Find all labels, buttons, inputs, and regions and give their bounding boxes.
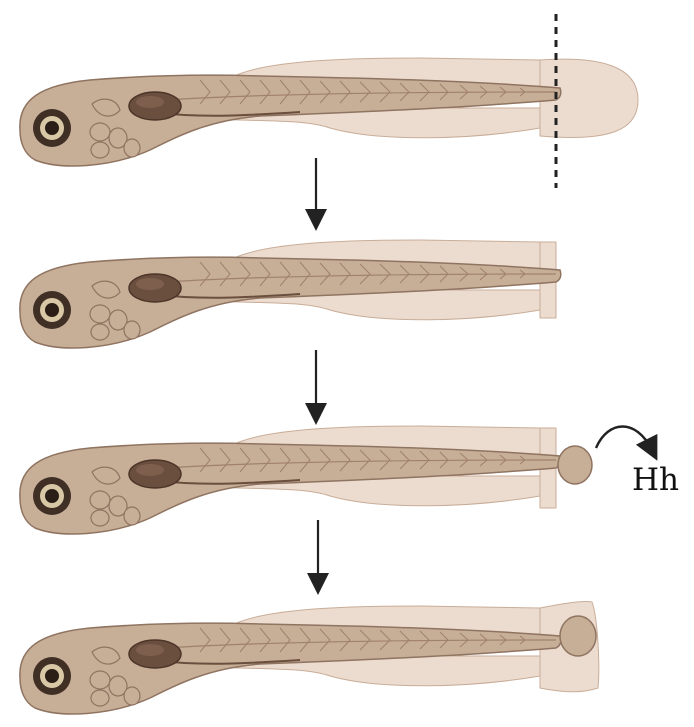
stage-2-amputated-larva <box>20 240 561 348</box>
blastema <box>560 616 596 656</box>
stage-3-blastema-larva <box>20 426 592 534</box>
hh-signal-label: Hh <box>632 465 679 496</box>
curved-arrow-icon <box>596 427 652 451</box>
larva-body <box>20 606 561 714</box>
larva-body <box>20 58 561 166</box>
stage-4-regenerating-larva <box>20 601 599 714</box>
stage-1-intact-larva <box>20 14 638 188</box>
larva-body <box>20 426 561 534</box>
larva-body <box>20 240 561 348</box>
blastema <box>558 446 592 484</box>
